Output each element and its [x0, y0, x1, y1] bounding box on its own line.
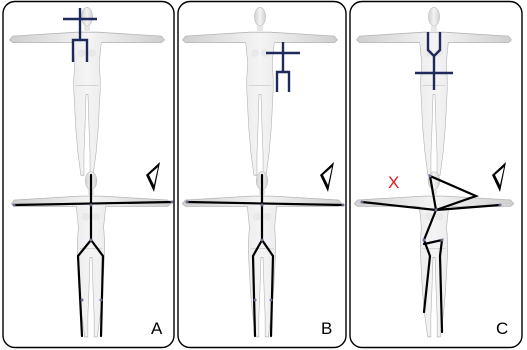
panel-c: X C — [350, 2, 522, 348]
panel-label: B — [321, 319, 332, 338]
panel-b: B — [178, 2, 346, 348]
panel-a: A — [3, 2, 174, 348]
panel-label: A — [151, 319, 163, 338]
missing-marker: X — [388, 173, 399, 192]
panel-label: C — [496, 319, 508, 338]
